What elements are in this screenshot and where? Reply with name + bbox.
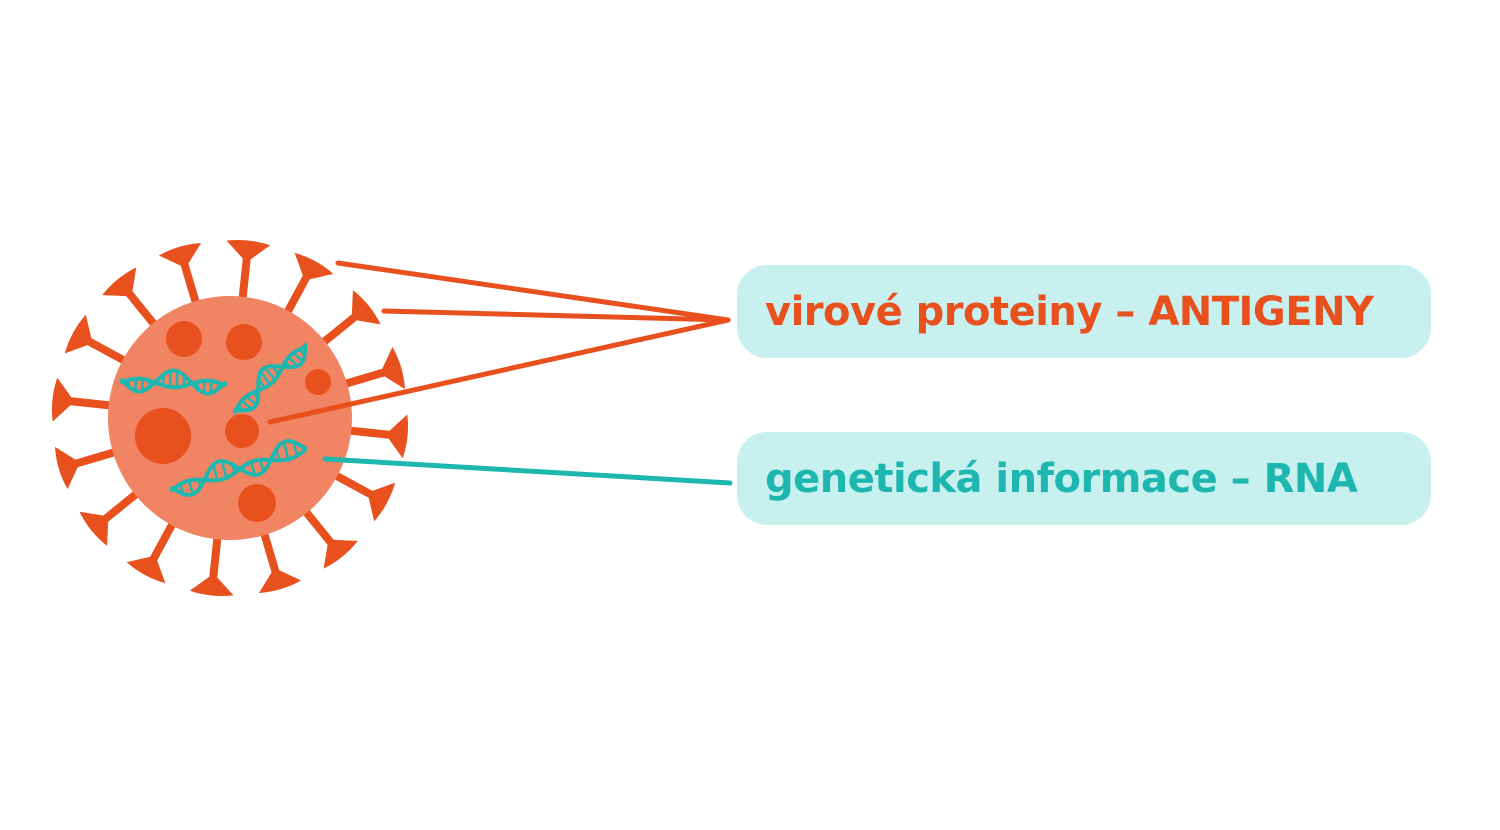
protein-connector-line	[381, 308, 731, 323]
antigen-label-text: virové proteiny – ANTIGENY	[765, 288, 1374, 335]
inner-dot	[225, 414, 259, 448]
rna-label-text: genetická informace – RNA	[765, 455, 1358, 502]
virus-spike	[278, 252, 334, 324]
virus-spike	[296, 500, 358, 569]
virus-spike	[126, 512, 182, 584]
virus-inner-dots	[135, 321, 331, 522]
virus-spike	[226, 239, 271, 310]
virus-spike	[338, 414, 409, 459]
virus-spikes	[51, 239, 409, 597]
protein-connector-line	[335, 260, 731, 323]
rna-connector-line	[322, 456, 733, 486]
rna-strand	[170, 439, 307, 497]
inner-dot	[226, 324, 262, 360]
inner-dot	[135, 408, 191, 464]
virus-spike	[324, 466, 396, 522]
rna-strand	[120, 368, 227, 396]
virus-spike	[64, 314, 136, 370]
virus-spike	[257, 522, 302, 594]
virus-spike	[54, 445, 126, 490]
inner-dot	[238, 484, 276, 522]
inner-dot	[305, 369, 331, 395]
protein-connector-lines	[267, 260, 731, 425]
rna-strand-icon	[120, 343, 307, 497]
antigen-label: virové proteiny – ANTIGENY	[737, 265, 1431, 358]
rna-strand	[233, 343, 307, 414]
virus-spike	[189, 526, 234, 597]
virus-spike	[312, 290, 381, 352]
virus-spike	[79, 484, 148, 546]
virus-spike	[158, 242, 203, 314]
protein-connector-line	[267, 317, 731, 425]
virus-spike	[334, 346, 406, 391]
virus-spike	[51, 377, 122, 422]
virus-spike	[102, 267, 164, 336]
inner-dot	[166, 321, 202, 357]
rna-label: genetická informace – RNA	[737, 432, 1431, 525]
